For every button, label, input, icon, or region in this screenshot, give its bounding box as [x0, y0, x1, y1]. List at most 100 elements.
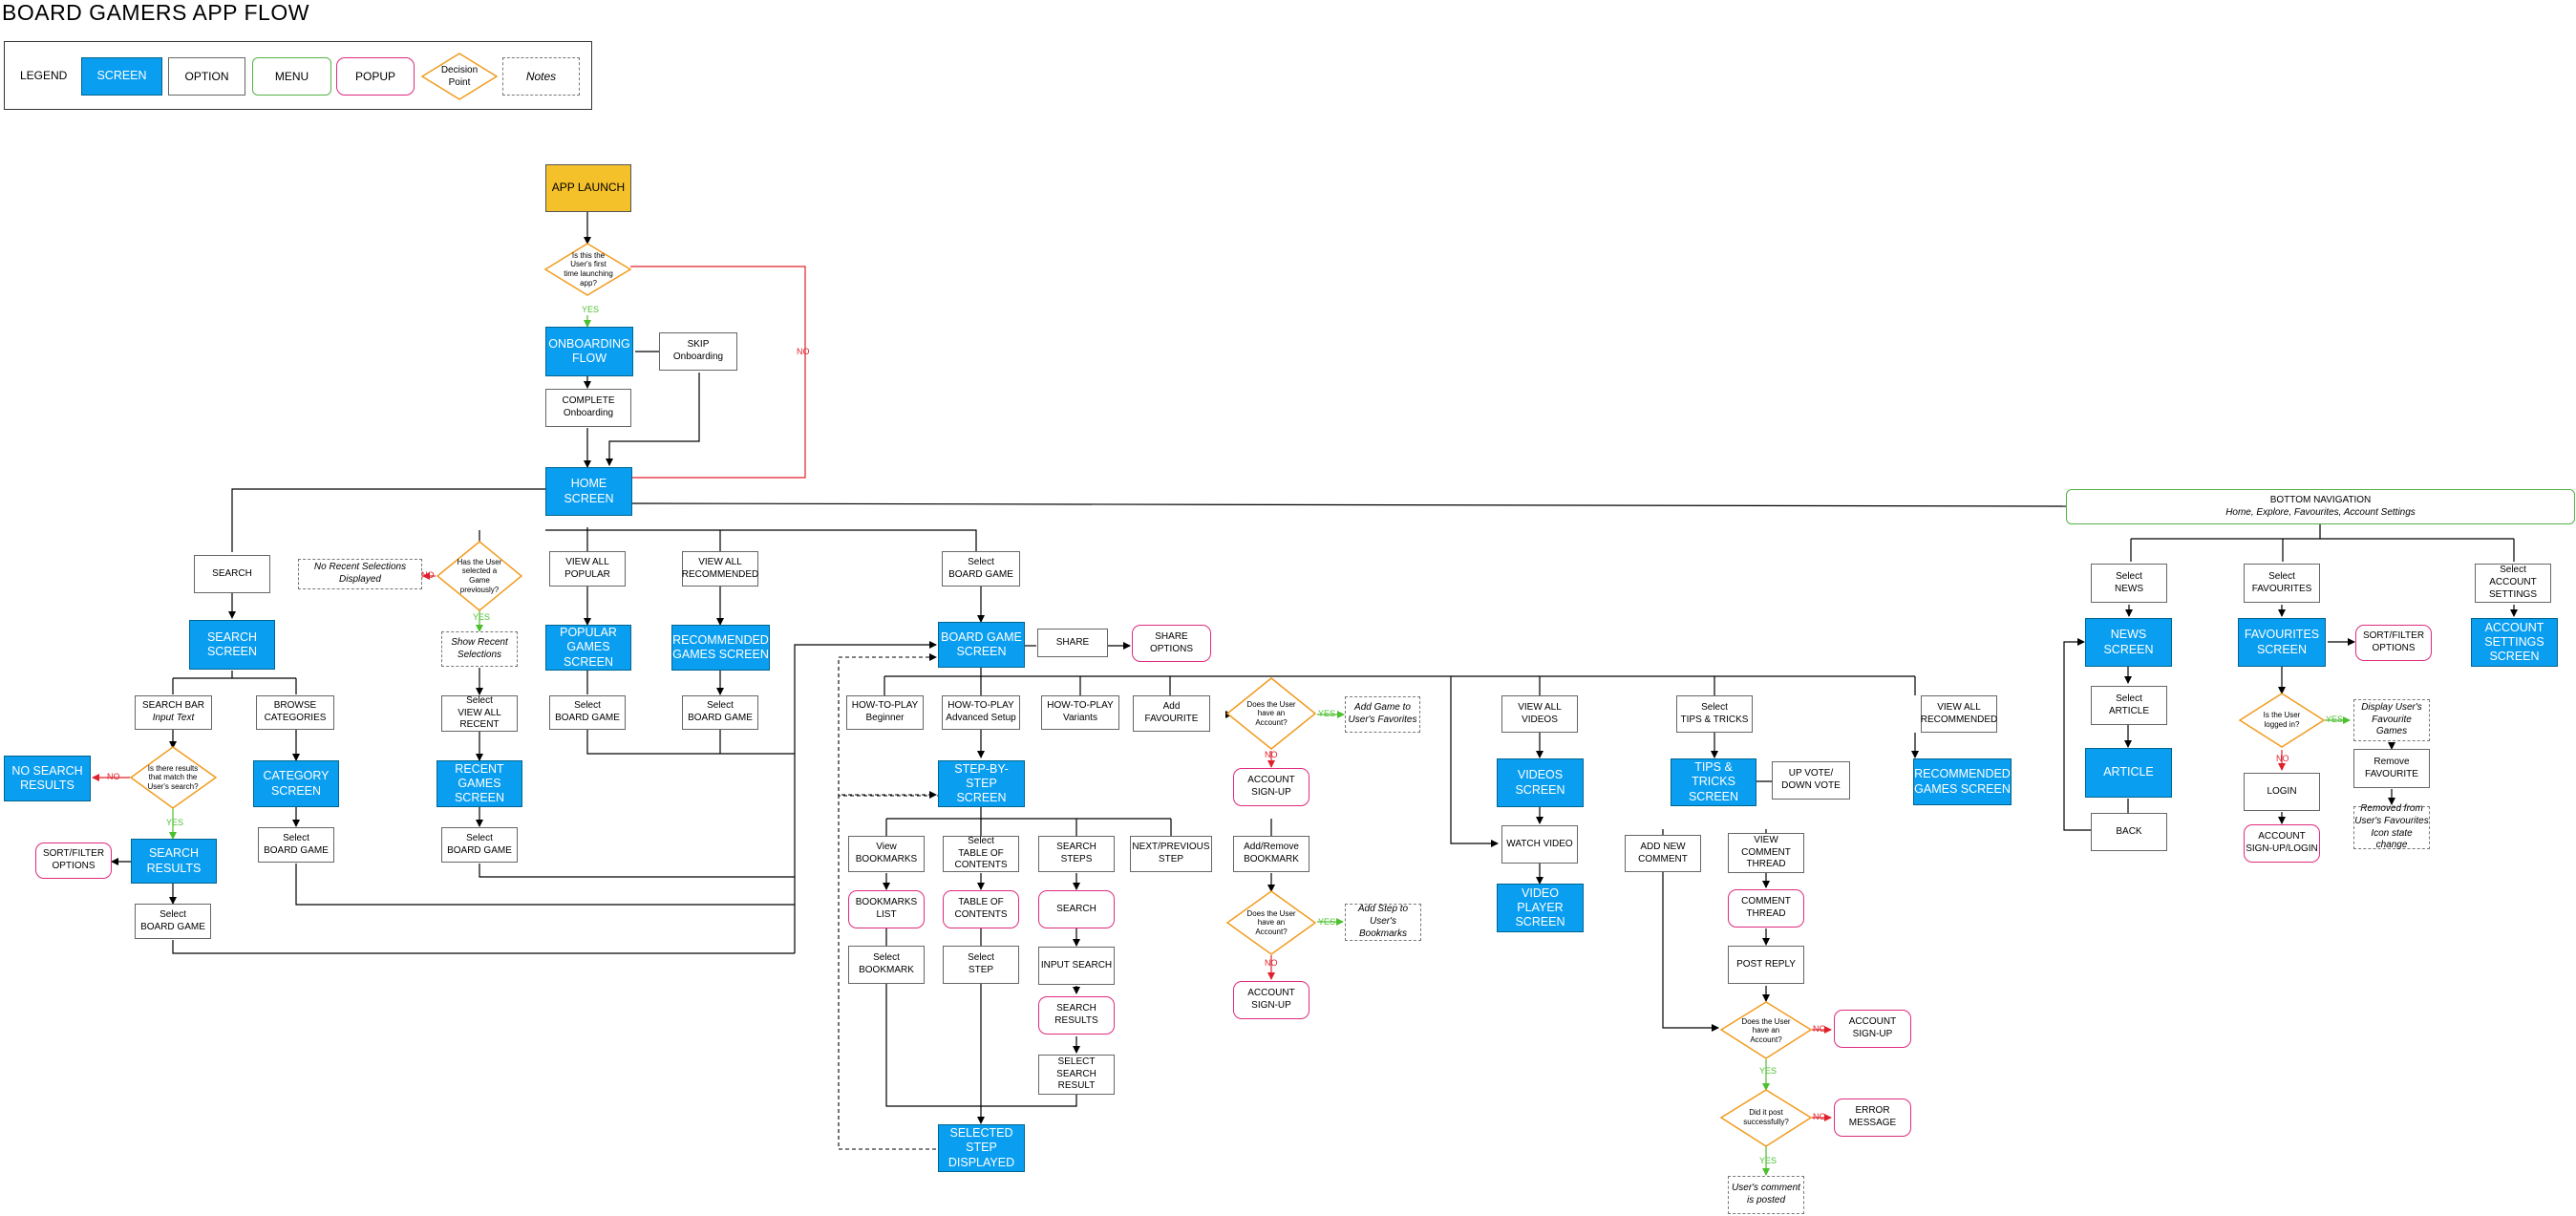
complete-onboarding-node[interactable]: COMPLETE Onboarding — [545, 389, 631, 427]
recent-games-screen-node[interactable]: RECENT GAMES SCREEN — [436, 760, 522, 807]
favourites-screen-node[interactable]: FAVOURITES SCREEN — [2238, 618, 2326, 667]
share-options-popup[interactable]: SHARE OPTIONS — [1132, 625, 1211, 662]
select-board-game-popular-option[interactable]: Select BOARD GAME — [549, 695, 626, 730]
yes-label: YES — [2326, 715, 2344, 724]
app-launch-node[interactable]: APP LAUNCH — [545, 164, 631, 212]
bookmarks-list-popup[interactable]: BOOKMARKS LIST — [848, 890, 925, 928]
display-fav-games-note: Display User's Favourite Games — [2353, 699, 2430, 741]
no-label: NO — [1265, 750, 1278, 759]
select-search-result-option[interactable]: SELECT SEARCH RESULT — [1038, 1055, 1115, 1095]
search-steps-option[interactable]: SEARCH STEPS — [1038, 836, 1115, 872]
input-search-option[interactable]: INPUT SEARCH — [1038, 947, 1115, 985]
d-search-match-text[interactable]: Is there results that match the User's s… — [147, 763, 199, 791]
onboarding-flow-node[interactable]: ONBOARDING FLOW — [545, 327, 633, 376]
no-search-results-node[interactable]: NO SEARCH RESULTS — [4, 756, 91, 801]
d-logged-in-shape — [2238, 693, 2326, 748]
search-results-screen-node[interactable]: SEARCH RESULTS — [131, 839, 217, 884]
remove-favourite-option[interactable]: Remove FAVOURITE — [2353, 749, 2430, 788]
legend-screen: SCREEN — [81, 57, 162, 96]
d-first-launch-text[interactable]: Is this the User's first time launching … — [564, 250, 613, 288]
login-option[interactable]: LOGIN — [2244, 773, 2320, 811]
select-board-game-recent-option[interactable]: Select BOARD GAME — [441, 827, 518, 863]
skip-onboarding-node[interactable]: SKIP Onboarding — [659, 332, 737, 371]
d-recent-text[interactable]: Has the User selected a Game previously? — [457, 557, 502, 594]
error-message-popup[interactable]: ERROR MESSAGE — [1834, 1099, 1911, 1137]
d-post-success-text[interactable]: Did it post successfully? — [1743, 1108, 1789, 1126]
d-logged-in-text[interactable]: Is the User logged in? — [2263, 711, 2301, 729]
d-account-comment-text[interactable]: Does the User have an Account? — [1741, 1016, 1791, 1044]
how-to-play-variants-option[interactable]: HOW-TO-PLAY Variants — [1041, 695, 1119, 730]
search-results-popup[interactable]: SEARCH RESULTS — [1038, 996, 1115, 1035]
view-bookmarks-option[interactable]: View BOOKMARKS — [848, 836, 925, 872]
news-screen-node[interactable]: NEWS SCREEN — [2085, 618, 2172, 667]
select-article-option[interactable]: Select ARTICLE — [2091, 686, 2167, 725]
account-settings-screen-node[interactable]: ACCOUNT SETTINGS SCREEN — [2471, 618, 2558, 667]
home-screen-node[interactable]: HOME SCREEN — [545, 467, 632, 516]
how-to-play-beginner-option[interactable]: HOW-TO-PLAY Beginner — [846, 695, 924, 730]
next-previous-step-option[interactable]: NEXT/PREVIOUS STEP — [1130, 836, 1212, 872]
category-screen-node[interactable]: CATEGORY SCREEN — [253, 760, 339, 807]
yes-label: YES — [1759, 1066, 1778, 1076]
account-signup-bookmark-popup[interactable]: ACCOUNT SIGN-UP — [1233, 981, 1309, 1019]
board-game-screen-node[interactable]: BOARD GAME SCREEN — [938, 622, 1025, 668]
up-down-vote-option[interactable]: UP VOTE/ DOWN VOTE — [1772, 761, 1850, 800]
select-board-game-results-option[interactable]: Select BOARD GAME — [135, 904, 211, 939]
select-view-all-recent-option[interactable]: Select VIEW ALL RECENT — [441, 695, 518, 732]
article-screen-node[interactable]: ARTICLE — [2085, 748, 2172, 798]
recommended-games-screen-node[interactable]: RECOMMENDED GAMES SCREEN — [671, 625, 770, 671]
select-board-game-category-option[interactable]: Select BOARD GAME — [258, 827, 334, 863]
search-bar-option[interactable]: SEARCH BAR Input Text — [135, 695, 212, 730]
post-reply-option[interactable]: POST REPLY — [1728, 946, 1804, 984]
browse-categories-option[interactable]: BROWSE CATEGORIES — [256, 695, 334, 730]
tips-tricks-screen-node[interactable]: TIPS & TRICKS SCREEN — [1671, 758, 1756, 806]
recommended-games-screen-2-node[interactable]: RECOMMENDED GAMES SCREEN — [1913, 758, 2012, 805]
select-board-game-home-option[interactable]: Select BOARD GAME — [942, 551, 1020, 587]
select-tips-tricks-option[interactable]: Select TIPS & TRICKS — [1676, 695, 1753, 733]
how-to-play-advanced-option[interactable]: HOW-TO-PLAY Advanced Setup — [942, 695, 1020, 730]
comment-thread-popup[interactable]: COMMENT THREAD — [1728, 889, 1804, 928]
add-favourite-option[interactable]: Add FAVOURITE — [1133, 695, 1210, 732]
selected-step-displayed-node[interactable]: SELECTED STEP DISPLAYED — [938, 1124, 1025, 1172]
select-news-option[interactable]: Select NEWS — [2091, 564, 2167, 603]
view-all-popular-option[interactable]: VIEW ALL POPULAR — [549, 551, 626, 587]
step-by-step-screen-node[interactable]: STEP-BY-STEP SCREEN — [938, 760, 1025, 807]
select-step-option[interactable]: Select STEP — [943, 946, 1019, 984]
show-recent-note: Show Recent Selections — [441, 631, 518, 667]
search-bar-label: SEARCH BAR — [141, 700, 204, 712]
removed-from-fav-note: Removed from User's Favourites Icon stat… — [2353, 802, 2430, 851]
search-popup[interactable]: SEARCH — [1038, 890, 1115, 928]
table-of-contents-popup[interactable]: TABLE OF CONTENTS — [943, 890, 1019, 928]
sort-filter-search-popup[interactable]: SORT/FILTER OPTIONS — [35, 843, 112, 879]
back-option[interactable]: BACK — [2091, 813, 2167, 851]
add-new-comment-option[interactable]: ADD NEW COMMENT — [1625, 835, 1701, 872]
search-screen-node[interactable]: SEARCH SCREEN — [189, 620, 275, 670]
d-account-bookmark-text[interactable]: Does the User have an Account? — [1246, 908, 1296, 936]
select-bookmark-option[interactable]: Select BOOKMARK — [848, 946, 925, 984]
select-toc-option[interactable]: Select TABLE OF CONTENTS — [943, 836, 1019, 872]
d-account-comment-shape — [1719, 1001, 1813, 1059]
watch-video-option[interactable]: WATCH VIDEO — [1501, 825, 1578, 864]
sort-filter-fav-popup[interactable]: SORT/FILTER OPTIONS — [2355, 625, 2432, 661]
search-bar-hint: Input Text — [152, 713, 195, 723]
add-remove-bookmark-option[interactable]: Add/Remove BOOKMARK — [1233, 836, 1309, 872]
popular-games-screen-node[interactable]: POPULAR GAMES SCREEN — [545, 625, 631, 671]
bottom-navigation-node[interactable]: BOTTOM NAVIGATION Home, Explore, Favouri… — [2066, 489, 2575, 524]
select-account-settings-option[interactable]: Select ACCOUNT SETTINGS — [2475, 564, 2551, 603]
view-all-recommended-option[interactable]: VIEW ALL RECOMMENDED — [682, 551, 758, 587]
d-recent-shape — [436, 541, 523, 611]
account-signup-fav-popup[interactable]: ACCOUNT SIGN-UP — [1233, 768, 1309, 806]
video-player-screen-node[interactable]: VIDEO PLAYER SCREEN — [1497, 884, 1584, 932]
yes-label: YES — [1759, 1156, 1778, 1165]
account-signup-comment-popup[interactable]: ACCOUNT SIGN-UP — [1834, 1010, 1911, 1048]
view-all-recommended-bg-option[interactable]: VIEW ALL RECOMMENDED — [1921, 695, 1997, 733]
view-comment-thread-option[interactable]: VIEW COMMENT THREAD — [1728, 833, 1804, 873]
account-signup-login-popup[interactable]: ACCOUNT SIGN-UP/LOGIN — [2244, 824, 2320, 863]
d-search-match-shape — [129, 746, 218, 809]
select-board-game-recommended-option[interactable]: Select BOARD GAME — [682, 695, 758, 730]
videos-screen-node[interactable]: VIDEOS SCREEN — [1497, 758, 1584, 807]
share-option[interactable]: SHARE — [1037, 629, 1108, 657]
select-favourites-option[interactable]: Select FAVOURITES — [2244, 564, 2320, 603]
d-account-fav-text[interactable]: Does the User have an Account? — [1246, 699, 1296, 727]
search-option[interactable]: SEARCH — [194, 555, 270, 593]
view-all-videos-option[interactable]: VIEW ALL VIDEOS — [1501, 695, 1578, 733]
